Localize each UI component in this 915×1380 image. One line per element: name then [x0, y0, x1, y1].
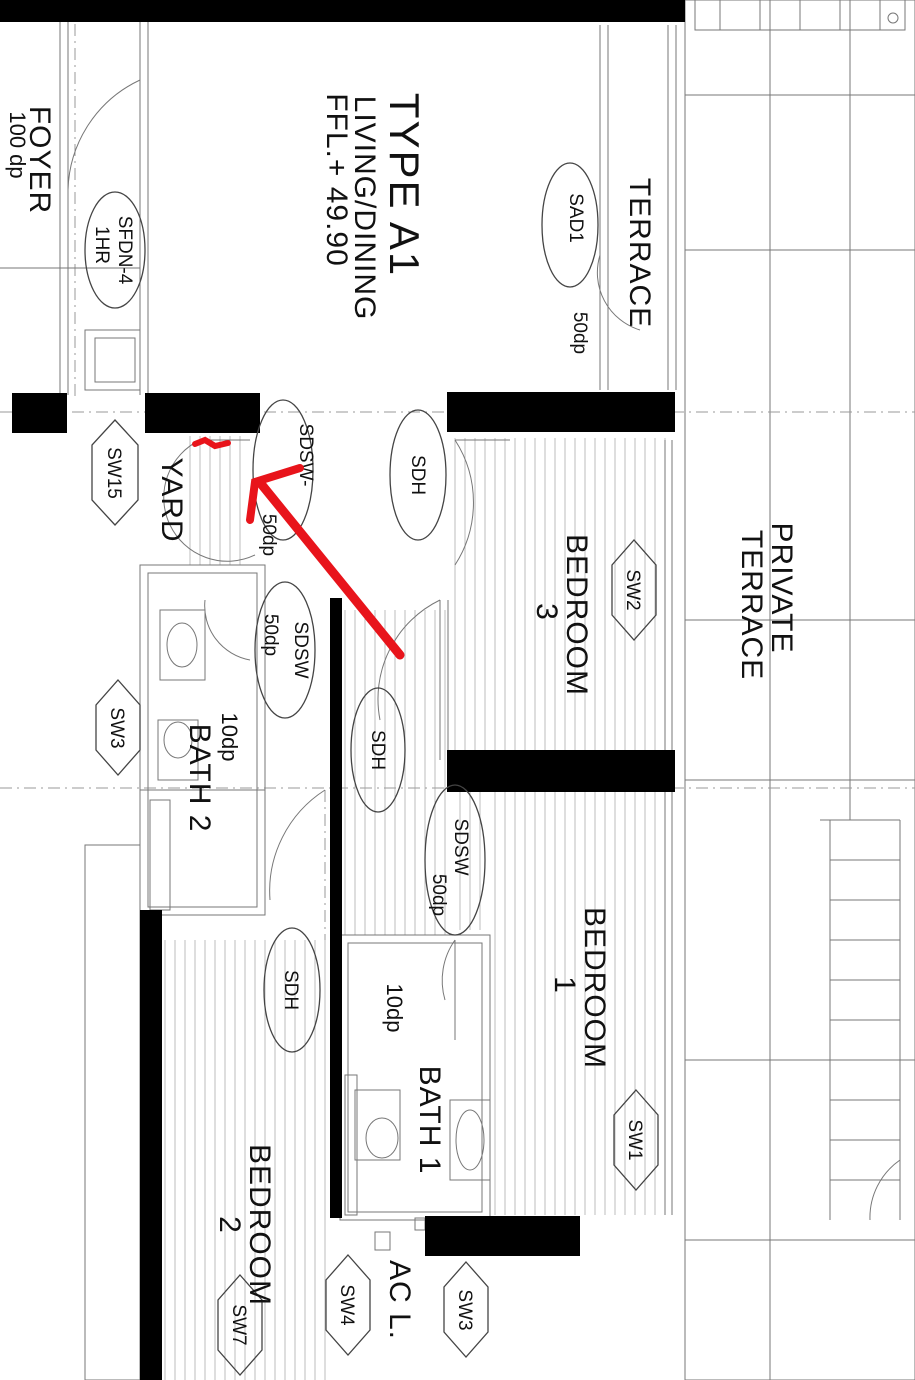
sfdn4-label: SFDN-4 — [114, 216, 135, 285]
bath2-dp-label: 10dp — [217, 713, 242, 762]
tag-labels: SFDN-4 1HR SAD1 50dp SDSW- 50dp SDH SDSW… — [91, 193, 645, 1345]
bedroom2-hatch — [164, 940, 326, 1380]
bedroom1-label: BEDROOM — [578, 907, 611, 1069]
sw15-diamond — [91, 419, 139, 526]
sw7-label: SW7 — [228, 1304, 249, 1345]
red-arrow-shaft — [257, 480, 405, 660]
sw4-label: SW4 — [336, 1284, 357, 1326]
sdh-bed2-label: SDH — [280, 970, 301, 1010]
sdsw-bath1-dp: 50dp — [428, 874, 449, 916]
bedroom3-number: 3 — [530, 603, 563, 621]
type-label: TYPE A1 — [381, 93, 428, 277]
sad1-dp: 50dp — [569, 312, 590, 354]
living-dining-label: LIVING/DINING — [348, 96, 381, 321]
foyer-label: FOYER — [23, 106, 56, 214]
sad1-label: SAD1 — [565, 193, 586, 243]
room-labels: TYPE A1 LIVING/DINING FFL.+ 49.90 FOYER … — [5, 93, 798, 1340]
sdh-corr-ellipse — [350, 687, 406, 813]
sdh-bed3-label: SDH — [407, 455, 428, 495]
red-arrow-head — [246, 464, 304, 524]
bedroom1-number: 1 — [548, 976, 581, 994]
red-arrow-annotation — [192, 436, 405, 660]
terrace-label: TERRACE — [623, 178, 656, 328]
sfdn4-ellipse — [84, 191, 146, 309]
grid-lines — [0, 0, 915, 940]
tag-shapes — [84, 162, 659, 1376]
foyer-dp-label: 100 dp — [5, 111, 30, 178]
sw2-diamond — [611, 539, 657, 641]
wall-bedroom2-left — [140, 910, 162, 1380]
sw2-label: SW2 — [622, 569, 643, 610]
sw3-bottom-label: SW3 — [454, 1289, 475, 1330]
sw3-left-diamond — [95, 679, 141, 776]
wall-bedroom3-bottom — [447, 750, 675, 792]
sdsw-yard-label: SDSW- — [295, 424, 316, 487]
private-label: PRIVATE — [765, 523, 798, 654]
door-swings — [67, 79, 641, 1040]
ffl-label: FFL.+ 49.90 — [320, 93, 353, 267]
sw3-bottom-diamond — [443, 1261, 489, 1358]
sw7-diamond — [217, 1274, 263, 1376]
wall-top — [0, 0, 685, 22]
walls — [0, 0, 685, 1380]
wall-yard-stub — [145, 393, 260, 433]
bath1-dp-label: 10dp — [382, 984, 407, 1033]
bedroom1-hatch — [459, 792, 666, 1215]
sdsw-bath2-label: SDSW — [290, 622, 311, 679]
bedroom2-label: BEDROOM — [243, 1144, 276, 1306]
sad1-ellipse — [541, 162, 599, 288]
yard-hatch — [189, 436, 241, 565]
terrace-grid — [684, 0, 915, 1380]
yard-label: YARD — [155, 457, 188, 542]
sw15-label: SW15 — [103, 447, 124, 499]
wall-bath1-bottom — [425, 1216, 580, 1256]
sdsw-bath1-label: SDSW — [450, 819, 471, 876]
bath2-label: BATH 2 — [183, 724, 216, 833]
bedroom2-number: 2 — [213, 1216, 246, 1234]
bedroom3-label: BEDROOM — [560, 534, 593, 696]
sdsw-bath2-ellipse — [254, 581, 316, 719]
sdh-corr-label: SDH — [367, 730, 388, 770]
bath1-label: BATH 1 — [413, 1066, 446, 1175]
corridor-hatch — [344, 610, 446, 935]
red-scribble-mark — [192, 436, 231, 450]
wall-corridor-left — [330, 598, 342, 1218]
sdsw-bath1-ellipse — [424, 784, 486, 936]
wall-bedroom3-top — [447, 392, 675, 432]
sw1-diamond — [613, 1089, 659, 1191]
private-terrace-label: TERRACE — [735, 530, 768, 680]
sdsw-yard-ellipse — [252, 399, 314, 541]
sdsw-bath2-dp: 50dp — [260, 614, 281, 656]
sdh-bed3-ellipse — [389, 409, 447, 541]
sw4-diamond — [325, 1254, 371, 1356]
wall-foyer-stub — [12, 393, 67, 433]
sw1-label: SW1 — [624, 1119, 645, 1160]
ac-ledge-label: AC L. — [383, 1260, 416, 1340]
floor-hatching — [164, 436, 666, 1380]
sw3-left-label: SW3 — [106, 707, 127, 748]
sdh-bed2-ellipse — [263, 927, 321, 1053]
sdsw-yard-dp: 50dp — [258, 514, 279, 556]
sfdn4-rating: 1HR — [91, 226, 112, 264]
